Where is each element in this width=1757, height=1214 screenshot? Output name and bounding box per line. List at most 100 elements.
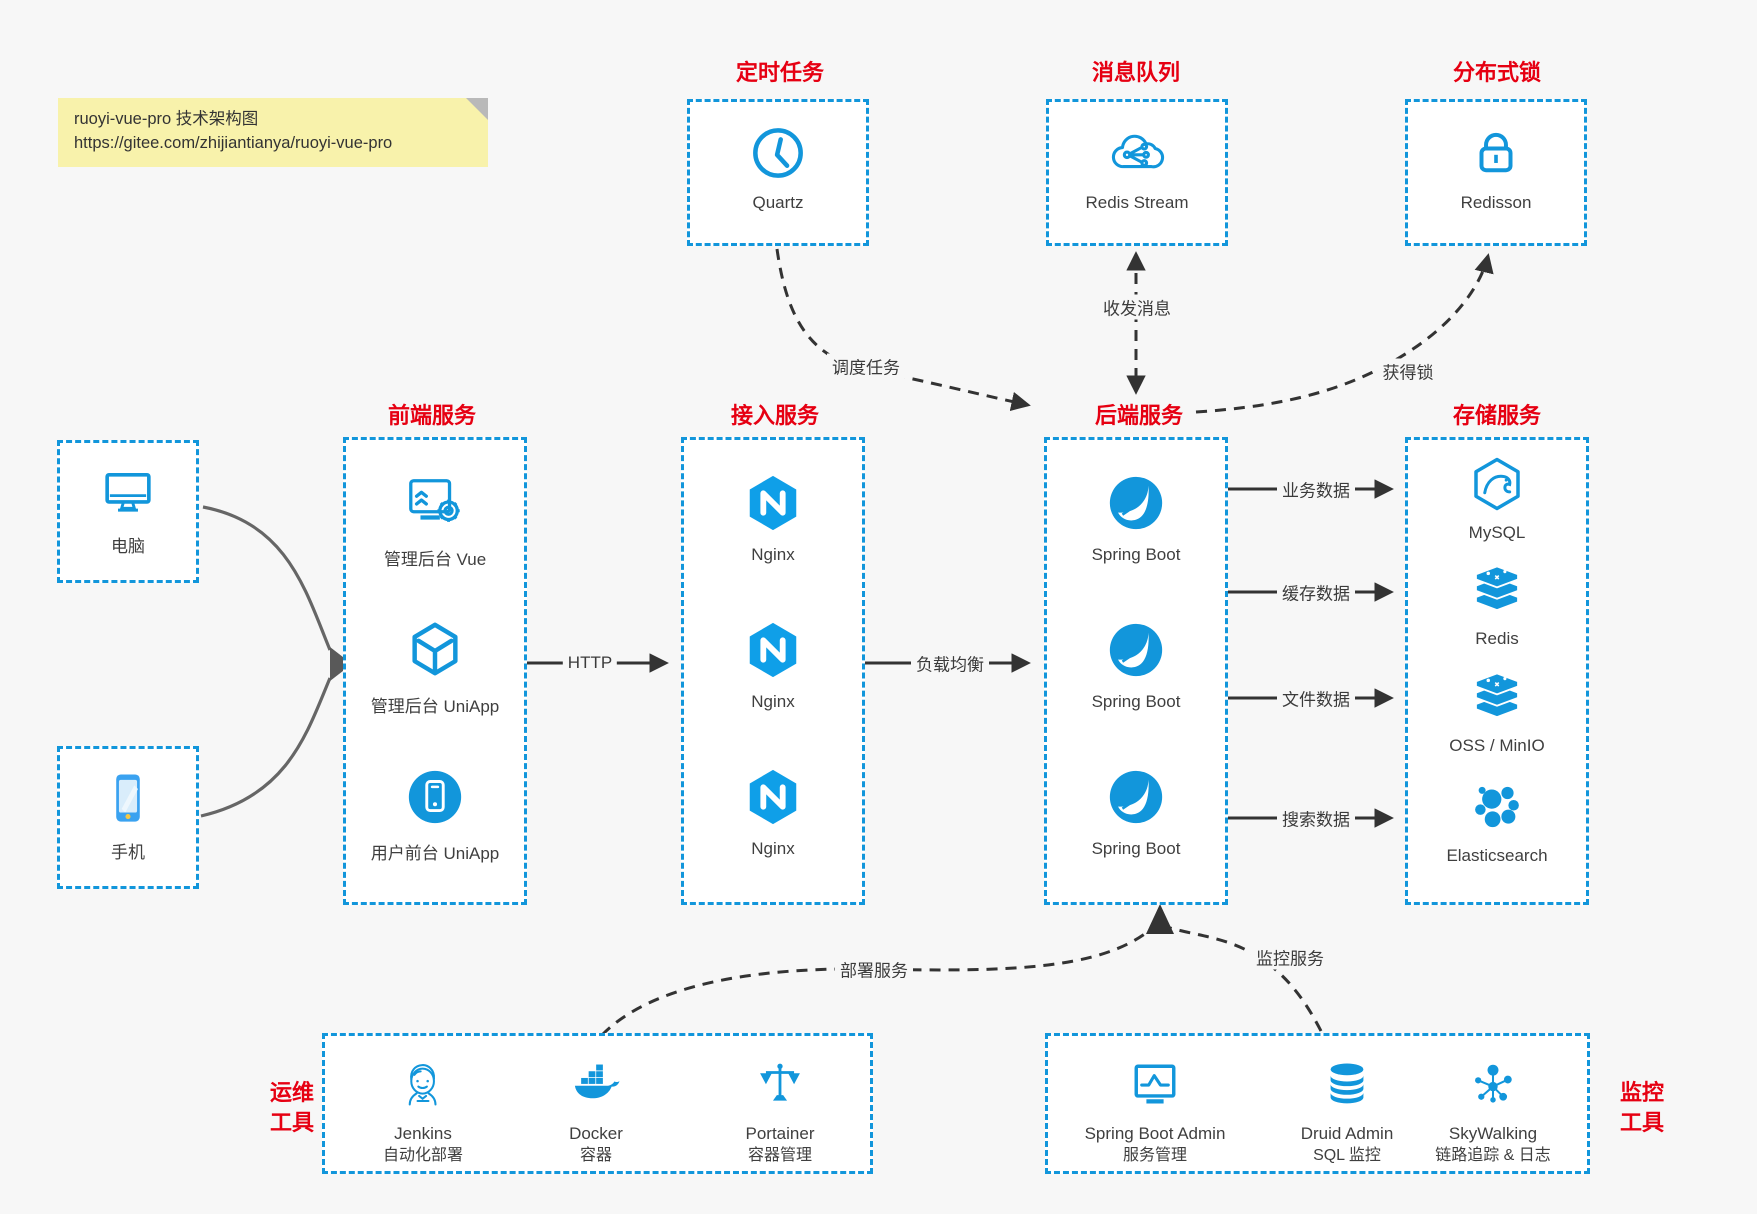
redis-stack-icon [1469, 562, 1525, 618]
node-label: 用户前台 UniApp [370, 844, 500, 863]
node-label: Quartz [752, 193, 804, 212]
column-title-gateway: 接入服务 [730, 403, 820, 428]
nginx-icon [742, 619, 804, 681]
tool-subtitle: SQL 监控 [1313, 1147, 1381, 1164]
edge-label-deploy-service: 部署服务 [835, 956, 913, 982]
node-nginx-3: Nginx [684, 766, 862, 859]
mobile-to-frontend-curve [200, 677, 332, 818]
edge-label-load-balance: 负载均衡 [911, 650, 989, 676]
jenkins-icon [398, 1064, 448, 1114]
edge-label-cache-data: 缓存数据 [1277, 579, 1355, 605]
node-label: 管理后台 Vue [383, 550, 487, 569]
node-springboot-1: Spring Boot [1047, 472, 1225, 565]
node-spring-boot-admin: Spring Boot Admin 服务管理 [1055, 1060, 1255, 1167]
tool-name: Jenkins [394, 1124, 452, 1143]
node-label: Spring Boot [1091, 545, 1181, 564]
node-springboot-3: Spring Boot [1047, 766, 1225, 859]
tool-name: Spring Boot Admin [1084, 1124, 1226, 1143]
deploy-service-curve [600, 928, 1151, 1037]
tool-name: SkyWalking [1448, 1124, 1538, 1143]
druid-db-icon [1322, 1063, 1372, 1114]
tool-name: Docker [569, 1124, 623, 1143]
node-label: Nginx [751, 692, 795, 711]
node-label: 手机 [111, 843, 145, 862]
tool-subtitle: 容器 [579, 1147, 612, 1164]
node-label: OSS / MinIO [1449, 736, 1545, 755]
acquire-lock-curve [1195, 253, 1494, 414]
lock-icon [1467, 124, 1525, 182]
spring-icon [1105, 619, 1167, 681]
node-docker: Docker 容器 [516, 1060, 676, 1167]
quartz-box: Quartz [687, 99, 869, 246]
node-redis-stream: Redis Stream [1049, 124, 1225, 213]
node-skywalking: SkyWalking 链路追踪 & 日志 [1393, 1060, 1593, 1167]
node-label: Redisson [1460, 193, 1532, 212]
tool-subtitle: 服务管理 [1122, 1147, 1187, 1164]
tool-name: Druid Admin [1300, 1124, 1394, 1143]
column-title-frontend: 前端服务 [387, 403, 477, 428]
node-label: Elasticsearch [1446, 846, 1548, 865]
monitoring-title-line1: 监控 [1619, 1080, 1664, 1105]
tool-name: Portainer [745, 1124, 815, 1143]
node-user-uniapp: 用户前台 UniApp [346, 766, 524, 864]
uniapp-cube-icon [404, 619, 466, 681]
backend-services-box: Spring Boot Spring Boot Spring Boot [1044, 437, 1228, 905]
node-label: MySQL [1468, 523, 1526, 542]
node-label: Redis [1475, 629, 1519, 648]
monitor-service-curve [1169, 926, 1323, 1032]
node-nginx-2: Nginx [684, 619, 862, 712]
node-label: Spring Boot [1091, 839, 1181, 858]
edge-label-file-data: 文件数据 [1277, 685, 1355, 711]
edge-label-http: HTTP [562, 653, 618, 673]
node-pc: 电脑 [60, 463, 196, 557]
skywalking-icon [1468, 1064, 1518, 1114]
edge-label-send-receive-message: 收发消息 [1098, 294, 1176, 320]
tool-subtitle: 自动化部署 [382, 1147, 463, 1164]
ops-tools-box: Jenkins 自动化部署 Docker 容器 [322, 1033, 873, 1174]
node-elasticsearch: Elasticsearch [1408, 779, 1586, 866]
nginx-icon [742, 472, 804, 534]
smartphone-icon [99, 769, 157, 827]
redisson-box: Redisson [1405, 99, 1587, 246]
node-label: Spring Boot [1091, 692, 1181, 711]
node-label: Nginx [751, 545, 795, 564]
desktop-icon [99, 463, 157, 521]
monitoring-title-line2: 工具 [1619, 1110, 1664, 1135]
oss-minio-stack-icon [1469, 669, 1525, 725]
node-admin-vue: 管理后台 Vue [346, 472, 524, 570]
note-fold-corner [466, 98, 488, 120]
node-redisson: Redisson [1408, 124, 1584, 213]
edge-label-schedule-task: 调度任务 [827, 353, 905, 379]
backend-bottom-arrowhead [1146, 904, 1174, 934]
redis-stream-box: Redis Stream [1046, 99, 1228, 246]
group-title-mq: 消息队列 [1091, 60, 1181, 85]
elasticsearch-icon [1469, 779, 1525, 835]
ops-title-line1: 运维 [269, 1080, 314, 1105]
pc-to-frontend-curve [202, 505, 332, 651]
note-title: ruoyi-vue-pro 技术架构图 [74, 110, 259, 128]
note-url: https://gitee.com/zhijiantianya/ruoyi-vu… [74, 133, 393, 152]
node-label: Redis Stream [1085, 193, 1189, 212]
node-portainer: Portainer 容器管理 [700, 1060, 860, 1167]
tool-subtitle: 链路追踪 & 日志 [1435, 1147, 1551, 1164]
title-note: ruoyi-vue-pro 技术架构图 https://gitee.com/zh… [58, 98, 488, 167]
ops-tools-title: 运维 工具 [252, 1078, 332, 1138]
cloud-stream-icon [1108, 124, 1166, 182]
ops-title-line2: 工具 [269, 1110, 314, 1135]
tool-subtitle: 容器管理 [747, 1147, 812, 1164]
node-quartz: Quartz [690, 124, 866, 213]
portainer-scales-icon [755, 1063, 805, 1114]
monitoring-tools-title: 监控 工具 [1602, 1078, 1682, 1138]
node-redis: Redis [1408, 562, 1586, 649]
edge-label-monitor-service: 监控服务 [1251, 944, 1329, 970]
node-springboot-2: Spring Boot [1047, 619, 1225, 712]
column-title-backend: 后端服务 [1094, 403, 1184, 428]
node-jenkins: Jenkins 自动化部署 [343, 1060, 503, 1167]
frontend-services-box: 管理后台 Vue 管理后台 UniApp 用户前台 UniApp [343, 437, 527, 905]
mobile-client-box: 手机 [57, 746, 199, 889]
node-mobile: 手机 [60, 769, 196, 863]
node-label: 电脑 [111, 537, 145, 556]
gateway-services-box: Nginx Nginx Nginx [681, 437, 865, 905]
node-label: 管理后台 UniApp [370, 697, 500, 716]
